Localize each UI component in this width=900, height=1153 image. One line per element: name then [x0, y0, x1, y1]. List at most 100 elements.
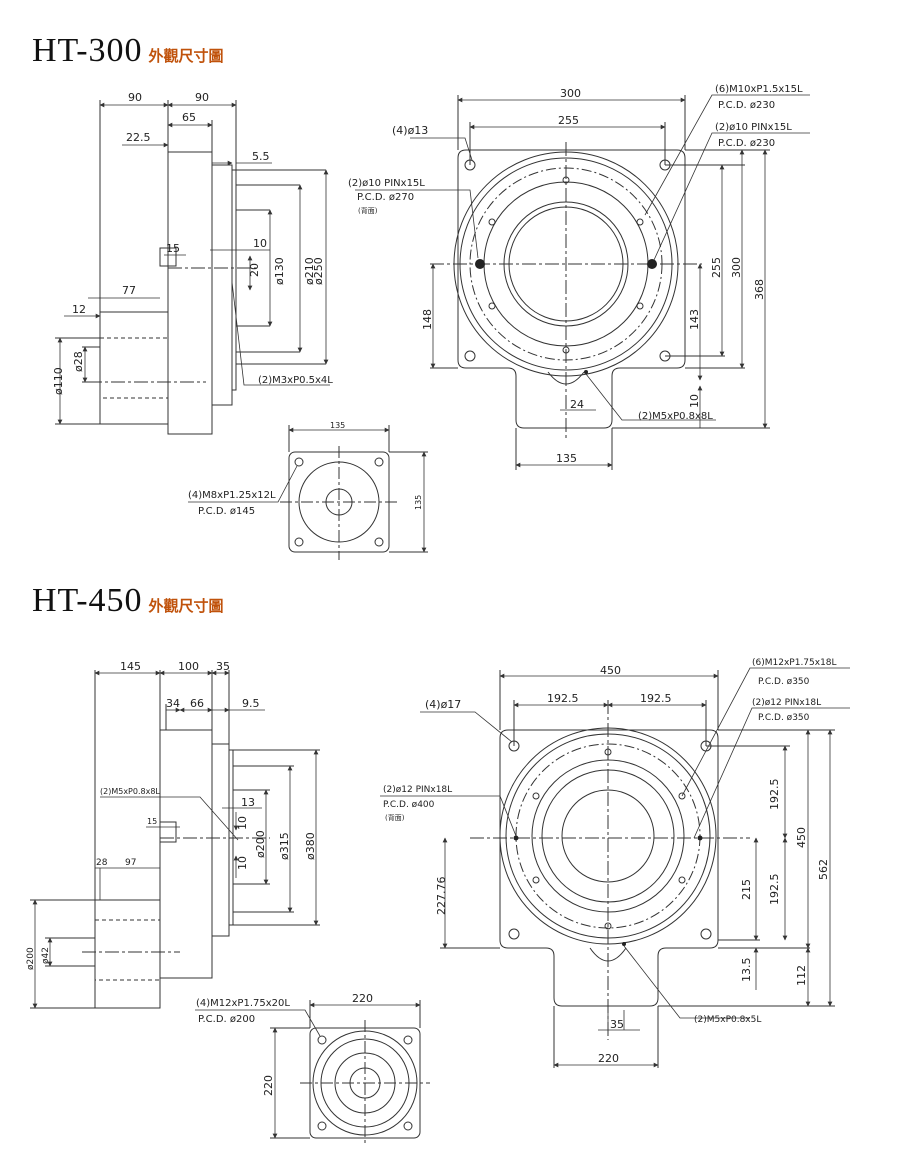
ht300-top-view	[430, 95, 770, 470]
callout-label: (2)M5xP0.8x8L	[638, 411, 713, 422]
dim-label: 112	[795, 965, 808, 986]
callout-label: P.C.D. ø230	[718, 100, 775, 111]
dim-label: 10	[236, 856, 249, 870]
ht300-subtitle: 外觀尺寸圖	[148, 47, 224, 65]
dim-label: 227.76	[435, 877, 448, 916]
dim-label: 192.5	[640, 692, 672, 705]
ht300-flange-labels: 135 135 (4)M8xP1.25x12L P.C.D. ø145	[188, 421, 423, 517]
ht300-flange-dims	[188, 427, 427, 553]
callout-label: (2)ø12 PINx18L	[752, 698, 821, 708]
callout-label: (2)ø10 PINx15L	[715, 122, 792, 133]
dim-label: 65	[182, 111, 196, 124]
callout-label: (背面)	[358, 206, 378, 215]
ht450-model: HT-450	[32, 582, 143, 619]
ht450-flange-dims	[195, 1002, 421, 1139]
dim-label: ø210	[303, 257, 316, 285]
callout-label: (2)ø12 PINx18L	[383, 785, 452, 795]
dim-label: ø28	[72, 351, 85, 372]
dim-label: 12	[72, 303, 86, 316]
callout-label: (4)ø13	[392, 124, 428, 137]
dim-label: ø110	[52, 367, 65, 395]
dim-label: 192.5	[768, 874, 781, 906]
dim-label: 90	[195, 91, 209, 104]
callout-label: (背面)	[385, 813, 405, 822]
ht450-subtitle: 外觀尺寸圖	[148, 597, 224, 615]
dim-label: 9.5	[242, 697, 260, 710]
callout-label: P.C.D. ø270	[357, 192, 414, 203]
dim-label: 135	[330, 421, 345, 430]
ht450-top-view	[440, 670, 835, 1068]
callout-label: (4)M8xP1.25x12L	[188, 490, 276, 501]
dim-label: ø200	[26, 947, 36, 970]
ht450-side-dims	[32, 670, 319, 1009]
dim-label: 220	[262, 1075, 275, 1096]
callout-label: (6)M12xP1.75x18L	[752, 658, 837, 668]
callout-label: P.C.D. ø145	[198, 506, 255, 517]
callout-label: (6)M10xP1.5x15L	[715, 84, 803, 95]
callout-label: P.C.D. ø400	[383, 800, 435, 810]
dim-label: ø42	[41, 947, 51, 964]
callout-label: P.C.D. ø230	[718, 138, 775, 149]
dim-label: 22.5	[126, 131, 151, 144]
dim-label: 100	[178, 660, 199, 673]
dim-label: 35	[610, 1018, 624, 1031]
dim-label: 20	[248, 263, 261, 277]
dim-label: 66	[190, 697, 204, 710]
ht450-title: HT-450 外觀尺寸圖	[32, 582, 224, 620]
ht300-title: HT-300 外觀尺寸圖	[32, 32, 224, 70]
callout-label: P.C.D. ø200	[198, 1014, 255, 1025]
dim-label: 192.5	[547, 692, 579, 705]
ht300-side-labels: 90 90 65 22.5 5.5 15 10 20 ø130 ø210 ø25…	[52, 91, 333, 395]
dim-label: 15	[166, 242, 180, 255]
dim-label: 5.5	[252, 150, 270, 163]
dim-label: 220	[598, 1052, 619, 1065]
dim-label: ø200	[254, 830, 267, 858]
dim-label: ø315	[278, 832, 291, 860]
dim-label: 35	[216, 660, 230, 673]
dim-label: 300	[560, 87, 581, 100]
dim-label: 255	[558, 114, 579, 127]
dim-label: ø380	[304, 832, 317, 860]
dim-label: 145	[120, 660, 141, 673]
dim-label: 97	[125, 858, 136, 868]
ht450-side-view	[30, 670, 320, 1009]
dim-label: 192.5	[768, 779, 781, 811]
callout-label: (2)M5xP0.8x8L	[100, 787, 160, 796]
thread-callout: (2)M3xP0.5x4L	[258, 375, 333, 386]
ht300-top-labels: 300 255 (4)ø13 (6)M10xP1.5x15L P.C.D. ø2…	[348, 84, 803, 465]
callout-label: P.C.D. ø350	[758, 677, 810, 687]
dim-label: 10	[236, 816, 249, 830]
dim-label: 15	[147, 817, 157, 826]
dim-label: 562	[817, 859, 830, 880]
dim-label: ø250	[312, 257, 325, 285]
dim-label: 135	[414, 495, 423, 510]
ht450-side-labels: 145 100 35 34 66 9.5 (2)M5xP0.8x8L 13 15…	[26, 660, 317, 970]
dim-label: 215	[740, 879, 753, 900]
dim-label: 10	[688, 394, 701, 408]
dim-label: 148	[421, 309, 434, 330]
ht450-top-marks	[513, 835, 703, 946]
dim-label: 255	[710, 257, 723, 278]
ht450-top-dims	[380, 667, 850, 1068]
callout-label: (2)ø10 PINx15L	[348, 178, 425, 189]
ht450-flange-view	[270, 1000, 430, 1146]
ht300-model: HT-300	[32, 32, 143, 69]
ht300-side-dims	[57, 102, 330, 425]
dim-label: 34	[166, 697, 180, 710]
ht300-top-dims	[355, 94, 810, 468]
callout-label: (4)M12xP1.75x20L	[196, 998, 290, 1009]
ht300-top-marks	[475, 259, 657, 374]
dim-label: 13	[241, 796, 255, 809]
dim-label: 300	[730, 257, 743, 278]
callout-label: P.C.D. ø350	[758, 713, 810, 723]
dim-label: 143	[688, 309, 701, 330]
dim-label: 450	[795, 827, 808, 848]
dim-label: 13.5	[740, 958, 753, 983]
ht450-flange-labels: 220 220 (4)M12xP1.75x20L P.C.D. ø200	[196, 992, 373, 1096]
dim-label: 368	[753, 279, 766, 300]
callout-label: (2)M5xP0.8x5L	[694, 1015, 761, 1025]
ht450-top-labels: 450 192.5 192.5 (4)ø17 (6)M12xP1.75x18L …	[383, 658, 837, 1065]
dim-label: 90	[128, 91, 142, 104]
dim-label: 135	[556, 452, 577, 465]
